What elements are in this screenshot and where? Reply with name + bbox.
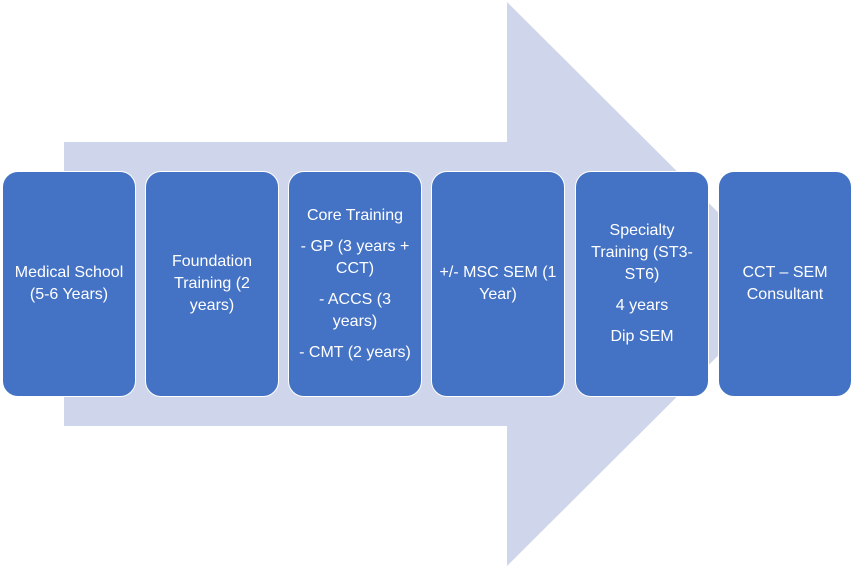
step-4-line-1: +/- MSC SEM (1 Year) xyxy=(439,264,557,303)
step-1-line-1: Medical School (5-6 Years) xyxy=(14,264,124,303)
step-core-training: Core Training - GP (3 years + CCT) - ACC… xyxy=(288,171,422,397)
step-msc-sem: +/- MSC SEM (1 Year) xyxy=(431,171,565,397)
step-5-line-3: Dip SEM xyxy=(610,328,674,345)
step-3-line-3: - ACCS (3 years) xyxy=(318,290,391,330)
arrow-shape xyxy=(64,2,790,566)
step-cct-sem-consultant: CCT – SEM Consultant xyxy=(718,171,852,397)
step-specialty-training: Specialty Training (ST3-ST6) 4 years Dip… xyxy=(575,171,709,397)
step-medical-school: Medical School (5-6 Years) xyxy=(2,171,136,397)
step-5-line-2: 4 years xyxy=(615,297,669,314)
step-foundation-training: Foundation Training (2 years) xyxy=(145,171,279,397)
step-3-line-1: Core Training xyxy=(306,206,404,224)
step-3-line-2: - GP (3 years + CCT) xyxy=(300,237,410,277)
step-6-line-1: CCT – SEM Consultant xyxy=(742,264,828,303)
step-2-line-1: Foundation Training (2 years) xyxy=(171,253,253,314)
step-3-line-4: - CMT (2 years) xyxy=(299,343,411,361)
step-5-line-1: Specialty Training (ST3-ST6) xyxy=(591,222,693,283)
